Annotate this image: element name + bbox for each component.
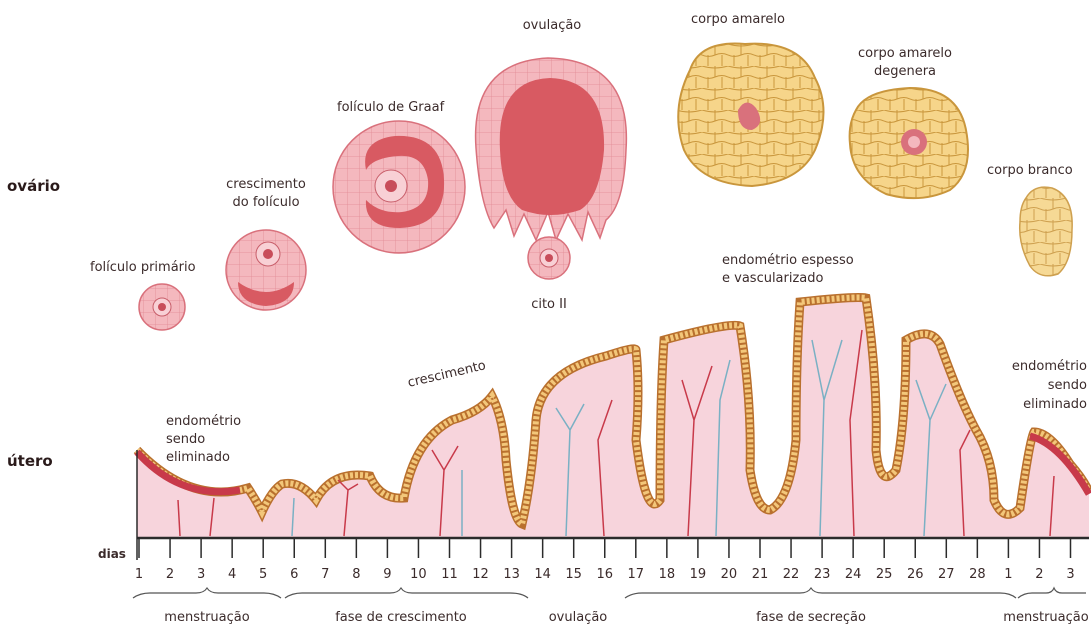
day-label: 11	[441, 566, 458, 583]
day-label: 1	[1004, 566, 1012, 583]
day-label: 13	[503, 566, 520, 583]
day-label: 9	[383, 566, 391, 583]
oocyte-label: cito II	[531, 296, 567, 313]
day-label: 23	[814, 566, 831, 583]
day-label: 5	[259, 566, 267, 583]
day-label: 3	[1066, 566, 1074, 583]
thick-endometrium-label-line1: endométrio espesso	[722, 252, 854, 269]
day-label: 28	[969, 566, 986, 583]
day-label: 26	[907, 566, 924, 583]
graafian-follicle-label: folículo de Graaf	[337, 99, 444, 116]
corpus-albicans-illustration	[1020, 187, 1072, 276]
degenerating-luteum-label-line2: degenera	[874, 63, 936, 80]
shedding-left-label-line3: eliminado	[166, 449, 230, 466]
day-label: 3	[197, 566, 205, 583]
phase-growth: fase de crescimento	[335, 609, 467, 626]
corpus-luteum-illustration	[678, 44, 823, 186]
day-label: 10	[410, 566, 427, 583]
phase-brackets	[133, 588, 1086, 598]
shedding-right-label-line2: sendo	[1048, 377, 1087, 394]
corpus-albicans-label: corpo branco	[987, 162, 1073, 179]
day-label: 2	[1035, 566, 1043, 583]
phase-secretion: fase de secreção	[756, 609, 866, 626]
day-label: 17	[628, 566, 645, 583]
growing-follicle-illustration	[226, 230, 306, 310]
shedding-left-label-line1: endométrio	[166, 413, 241, 430]
day-label: 27	[938, 566, 955, 583]
ovulation-label: ovulação	[523, 17, 582, 34]
phase-menstruation-start: menstruação	[164, 609, 249, 626]
days-axis-label: dias	[98, 546, 126, 563]
primary-follicle-illustration	[139, 284, 185, 330]
day-label: 20	[721, 566, 738, 583]
growing-follicle-label-line2: do folículo	[232, 194, 299, 211]
day-label: 16	[596, 566, 613, 583]
degenerating-luteum-label-line1: corpo amarelo	[858, 45, 952, 62]
shedding-right-label-line1: endométrio	[1012, 358, 1087, 375]
thick-endometrium-label-line2: e vascularizado	[722, 270, 823, 287]
day-label: 6	[290, 566, 298, 583]
day-ticks	[139, 538, 1071, 558]
corpus-luteum-label: corpo amarelo	[691, 11, 785, 28]
graafian-follicle-illustration	[333, 121, 465, 253]
endometrium-illustration	[137, 298, 1089, 539]
day-label: 24	[845, 566, 862, 583]
phase-menstruation-end: menstruação	[1003, 609, 1088, 626]
day-label: 12	[472, 566, 489, 583]
ovulation-follicle-illustration	[476, 58, 627, 240]
day-label: 2	[166, 566, 174, 583]
day-label: 14	[534, 566, 551, 583]
degenerating-corpus-luteum-illustration	[850, 88, 968, 198]
day-label: 18	[659, 566, 676, 583]
oocyte-illustration	[528, 237, 570, 279]
day-label: 1	[135, 566, 143, 583]
day-label: 25	[876, 566, 893, 583]
phase-ovulation: ovulação	[549, 609, 608, 626]
day-label: 7	[321, 566, 329, 583]
primary-follicle-label: folículo primário	[90, 259, 196, 276]
day-label: 4	[228, 566, 236, 583]
ovary-row-label: ovário	[7, 177, 60, 195]
shedding-right-label-line3: eliminado	[1023, 396, 1087, 413]
uterus-row-label: útero	[7, 452, 53, 470]
day-label: 15	[565, 566, 582, 583]
day-label: 8	[352, 566, 360, 583]
day-label: 22	[783, 566, 800, 583]
growing-follicle-label-line1: crescimento	[226, 176, 306, 193]
day-label: 19	[690, 566, 707, 583]
shedding-left-label-line2: sendo	[166, 431, 205, 448]
day-label: 21	[752, 566, 769, 583]
